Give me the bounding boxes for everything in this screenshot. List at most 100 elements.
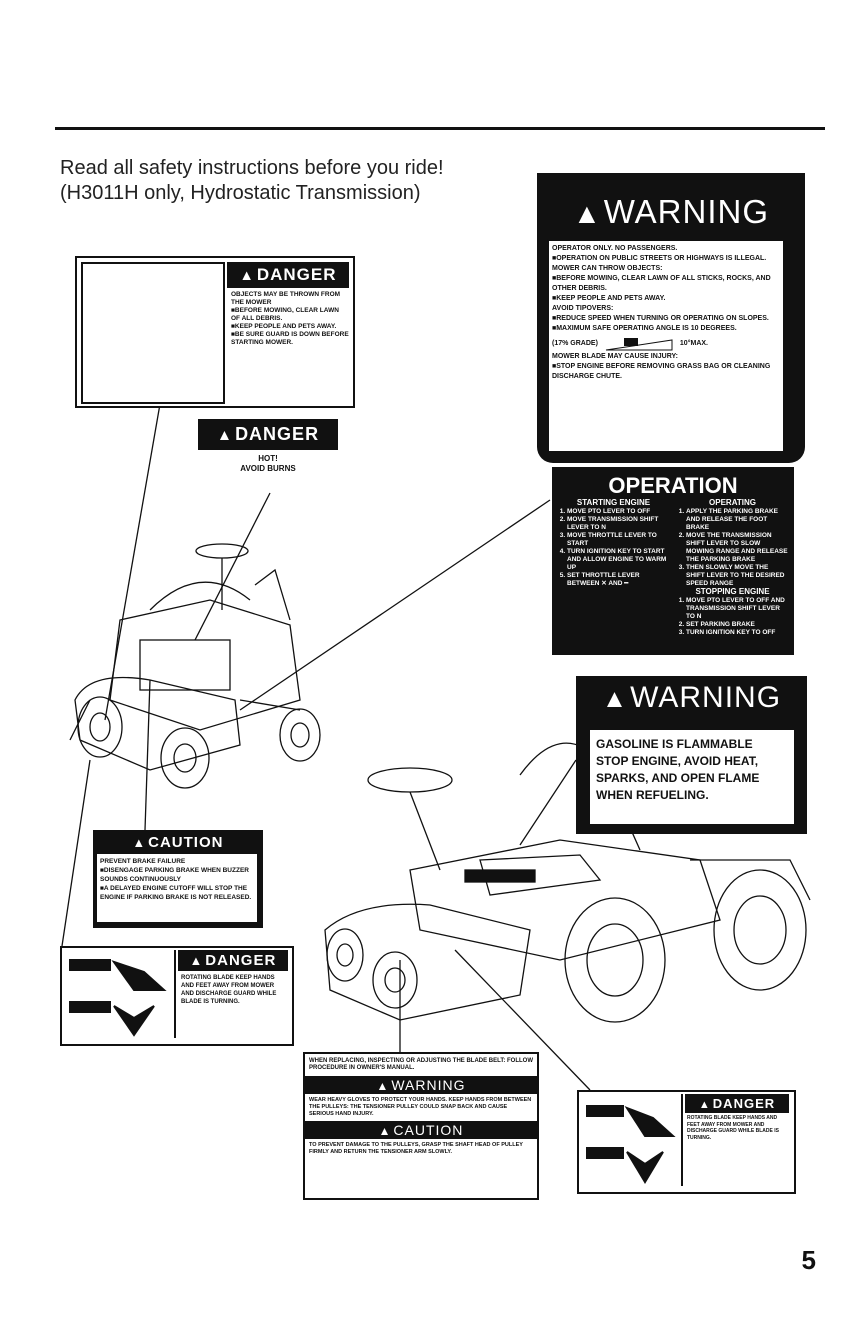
- blade-caution-body: TO PREVENT DAMAGE TO THE PULLEYS, GRASP …: [309, 1142, 523, 1155]
- start-step: MOVE TRANSMISSION SHIFT LEVER TO N: [567, 516, 669, 532]
- leader-line: [519, 759, 577, 846]
- warning-triangle-icon: ▲: [572, 198, 602, 229]
- grade-text: (17% GRADE): [552, 339, 598, 347]
- warning-triangle-icon: ▲: [376, 1079, 390, 1093]
- danger-blade-header: ▲DANGER: [178, 950, 288, 971]
- header-rule: [55, 127, 825, 130]
- caution-brake-label: ▲CAUTION PREVENT BRAKE FAILURE ■DISENGAG…: [93, 830, 263, 928]
- operation-operate-col: OPERATING APPLY THE PARKING BRAKE AND RE…: [677, 499, 788, 637]
- danger-hot-header: ▲DANGER: [198, 419, 338, 450]
- gas-line: GASOLINE IS FLAMMABLE: [596, 737, 753, 751]
- warning-line: OPERATOR ONLY. NO PASSENGERS.: [552, 245, 678, 252]
- warning-main-lines: OPERATOR ONLY. NO PASSENGERS. ■OPERATION…: [552, 244, 780, 334]
- warning-main-body: OPERATOR ONLY. NO PASSENGERS. ■OPERATION…: [547, 239, 785, 453]
- start-title: STARTING ENGINE: [576, 498, 651, 507]
- stop-step: SET PARKING BRAKE: [686, 621, 788, 629]
- danger-lines: OBJECTS MAY BE THROWN FROM THE MOWER ■BE…: [227, 291, 349, 347]
- mower-rear-view: [69, 543, 321, 789]
- warning-gasoline-body: GASOLINE IS FLAMMABLE STOP ENGINE, AVOID…: [588, 728, 796, 826]
- intro-line-2: (H3011H only, Hydrostatic Transmission): [60, 182, 421, 204]
- warning-line: ■STOP ENGINE BEFORE REMOVING GRASS BAG O…: [552, 363, 771, 380]
- blade-instruction-label: WHEN REPLACING, INSPECTING OR ADJUSTING …: [303, 1052, 539, 1200]
- start-step: SET THROTTLE LEVER BETWEEN ✕ AND ━: [567, 572, 669, 588]
- start-step: TURN IGNITION KEY TO START AND ALLOW ENG…: [567, 548, 669, 572]
- operate-step: THEN SLOWLY MOVE THE SHIFT LEVER TO THE …: [686, 564, 788, 588]
- danger-thrown-objects-text: ▲DANGER OBJECTS MAY BE THROWN FROM THE M…: [227, 262, 349, 347]
- operate-title: OPERATING: [709, 498, 756, 507]
- warning-gasoline-header: ▲WARNING: [576, 676, 807, 715]
- operation-label: OPERATION STARTING ENGINE MOVE PTO LEVER…: [552, 467, 794, 655]
- gas-line: WHEN REFUELING.: [596, 788, 709, 802]
- caution-lines: PREVENT BRAKE FAILURE ■DISENGAGE PARKING…: [100, 857, 254, 902]
- caution-header: ▲CAUTION: [93, 830, 263, 851]
- blade-caution-header: ▲CAUTION: [305, 1121, 537, 1139]
- intro-text: Read all safety instructions before you …: [60, 156, 444, 206]
- stop-steps: MOVE PTO LEVER TO OFF AND TRANSMISSION S…: [677, 597, 788, 637]
- danger-hot-line: AVOID BURNS: [240, 464, 296, 473]
- danger-blade2-text: ▲DANGER ROTATING BLADE KEEP HANDS AND FE…: [685, 1094, 789, 1143]
- danger-line: ■BE SURE GUARD IS DOWN BEFORE STARTING M…: [231, 331, 349, 346]
- stop-title: STOPPING ENGINE: [695, 587, 770, 596]
- blade-warning-body: WEAR HEAVY GLOVES TO PROTECT YOUR HANDS.…: [309, 1097, 532, 1117]
- warning-line: ■REDUCE SPEED WHEN TURNING OR OPERATING …: [552, 315, 769, 322]
- caution-line: ■A DELAYED ENGINE CUTOFF WILL STOP THE E…: [100, 885, 252, 901]
- warning-main-header: ▲WARNING: [537, 173, 805, 231]
- danger-hot-label: ▲DANGER HOT! AVOID BURNS: [198, 419, 338, 493]
- hand-blade-pictogram: [586, 1105, 676, 1184]
- slope-diagram: (17% GRADE) 10°MAX.: [552, 334, 780, 352]
- danger-hot-body: HOT! AVOID BURNS: [198, 454, 338, 474]
- page-number: 5: [801, 1245, 816, 1275]
- danger-blade2-header: ▲DANGER: [685, 1094, 789, 1113]
- stop-step: MOVE PTO LEVER TO OFF AND TRANSMISSION S…: [686, 597, 788, 621]
- warning-triangle-icon: ▲: [698, 1099, 711, 1111]
- danger-line: ■BEFORE MOWING, CLEAR LAWN OF ALL DEBRIS…: [231, 307, 339, 322]
- warning-line: MOWER BLADE MAY CAUSE INJURY:: [552, 353, 679, 360]
- warning-gasoline-label: ▲WARNING GASOLINE IS FLAMMABLE STOP ENGI…: [576, 676, 807, 834]
- warning-triangle-icon: ▲: [239, 268, 255, 284]
- warning-line: AVOID TIPOVERS:: [552, 305, 614, 312]
- danger-line: ■KEEP PEOPLE AND PETS AWAY.: [231, 323, 337, 330]
- caution-line: PREVENT BRAKE FAILURE: [100, 858, 186, 865]
- warning-line: ■BEFORE MOWING, CLEAR LAWN OF ALL STICKS…: [552, 275, 771, 292]
- leader-line: [239, 499, 551, 711]
- warning-main-lines-after: MOWER BLADE MAY CAUSE INJURY: ■STOP ENGI…: [552, 352, 780, 382]
- danger-line: OBJECTS MAY BE THROWN FROM THE MOWER: [231, 291, 341, 306]
- start-step: MOVE PTO LEVER TO OFF: [567, 508, 669, 516]
- danger-header: ▲DANGER: [227, 262, 349, 288]
- operation-header: OPERATION: [552, 467, 794, 499]
- danger-blade-body: ROTATING BLADE KEEP HANDS AND FEET AWAY …: [181, 975, 277, 1005]
- caution-body: PREVENT BRAKE FAILURE ■DISENGAGE PARKING…: [97, 854, 257, 922]
- blade-instruction-top: WHEN REPLACING, INSPECTING OR ADJUSTING …: [309, 1058, 533, 1071]
- mower-front-view: [324, 742, 811, 1023]
- leader-line: [194, 492, 271, 641]
- warning-line: ■KEEP PEOPLE AND PETS AWAY.: [552, 295, 666, 302]
- hand-blade-icon: [64, 950, 176, 1038]
- operate-step: MOVE THE TRANSMISSION SHIFT LEVER TO SLO…: [686, 532, 788, 564]
- operate-steps: APPLY THE PARKING BRAKE AND RELEASE THE …: [677, 508, 788, 588]
- danger-blade2-body: ROTATING BLADE KEEP HANDS AND FEET AWAY …: [687, 1115, 779, 1141]
- hand-blade-pictogram: [69, 959, 167, 1037]
- blade-warning-header: ▲WARNING: [305, 1076, 537, 1094]
- leader-line: [61, 759, 91, 947]
- caution-line: ■DISENGAGE PARKING BRAKE WHEN BUZZER SOU…: [100, 867, 249, 883]
- warning-line: ■OPERATION ON PUBLIC STREETS OR HIGHWAYS…: [552, 255, 767, 262]
- stop-step: TURN IGNITION KEY TO OFF: [686, 629, 788, 637]
- operation-start-col: STARTING ENGINE MOVE PTO LEVER TO OFF MO…: [558, 499, 669, 637]
- thrown-object-icon: [81, 262, 225, 404]
- intro-line-1: Read all safety instructions before you …: [60, 157, 444, 179]
- danger-thrown-objects-label: ▲DANGER OBJECTS MAY BE THROWN FROM THE M…: [75, 256, 355, 408]
- warning-main-label: ▲WARNING OPERATOR ONLY. NO PASSENGERS. ■…: [537, 173, 805, 463]
- danger-hot-line: HOT!: [258, 454, 278, 463]
- warning-triangle-icon: ▲: [189, 953, 204, 968]
- max-angle-text: 10°MAX.: [679, 339, 708, 347]
- operate-step: APPLY THE PARKING BRAKE AND RELEASE THE …: [686, 508, 788, 532]
- gas-line: STOP ENGINE, AVOID HEAT,: [596, 754, 759, 768]
- start-steps: MOVE PTO LEVER TO OFF MOVE TRANSMISSION …: [558, 508, 669, 588]
- danger-blade-label: ▲DANGER ROTATING BLADE KEEP HANDS AND FE…: [60, 946, 294, 1046]
- hand-blade-icon: [581, 1094, 683, 1186]
- leader-line: [144, 679, 151, 831]
- slope-icon: [605, 338, 673, 351]
- warning-triangle-icon: ▲: [378, 1124, 392, 1138]
- warning-line: ■MAXIMUM SAFE OPERATING ANGLE IS 10 DEGR…: [552, 325, 737, 332]
- operation-columns: STARTING ENGINE MOVE PTO LEVER TO OFF MO…: [552, 499, 794, 637]
